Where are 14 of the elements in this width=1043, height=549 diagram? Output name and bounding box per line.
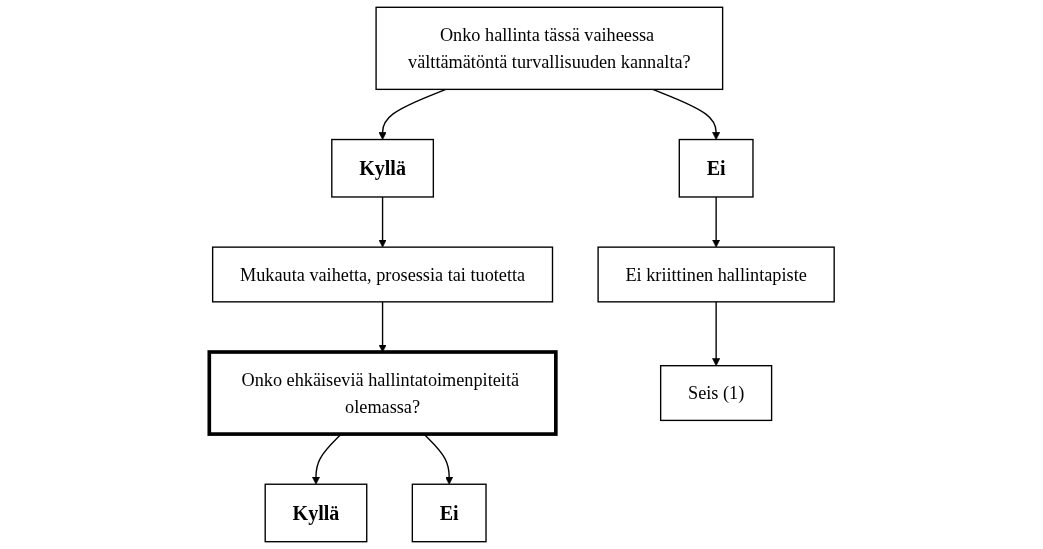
node-box: Ei [411, 483, 487, 543]
node-box: Ei kriittinen hallintapiste [597, 246, 835, 303]
node-box: Onko ehkäiseviä hallintatoimenpiteitä olemassa? [207, 350, 558, 436]
arrow [711, 196, 720, 248]
arrow [378, 301, 387, 353]
arrow [711, 301, 720, 367]
node-box: Ei [678, 138, 754, 198]
node-box: Mukauta vaihetta, prosessia tai tuotetta [211, 246, 553, 303]
node-box: Kyllä [264, 483, 368, 543]
node-box: Onko hallinta tässä vaiheessa välttämätöntä turvallisuuden kannalta? [375, 6, 724, 91]
arrow [378, 88, 447, 140]
arrow [378, 196, 387, 248]
node-box: Kyllä [330, 138, 434, 198]
node-box: Seis (1) [659, 365, 773, 422]
